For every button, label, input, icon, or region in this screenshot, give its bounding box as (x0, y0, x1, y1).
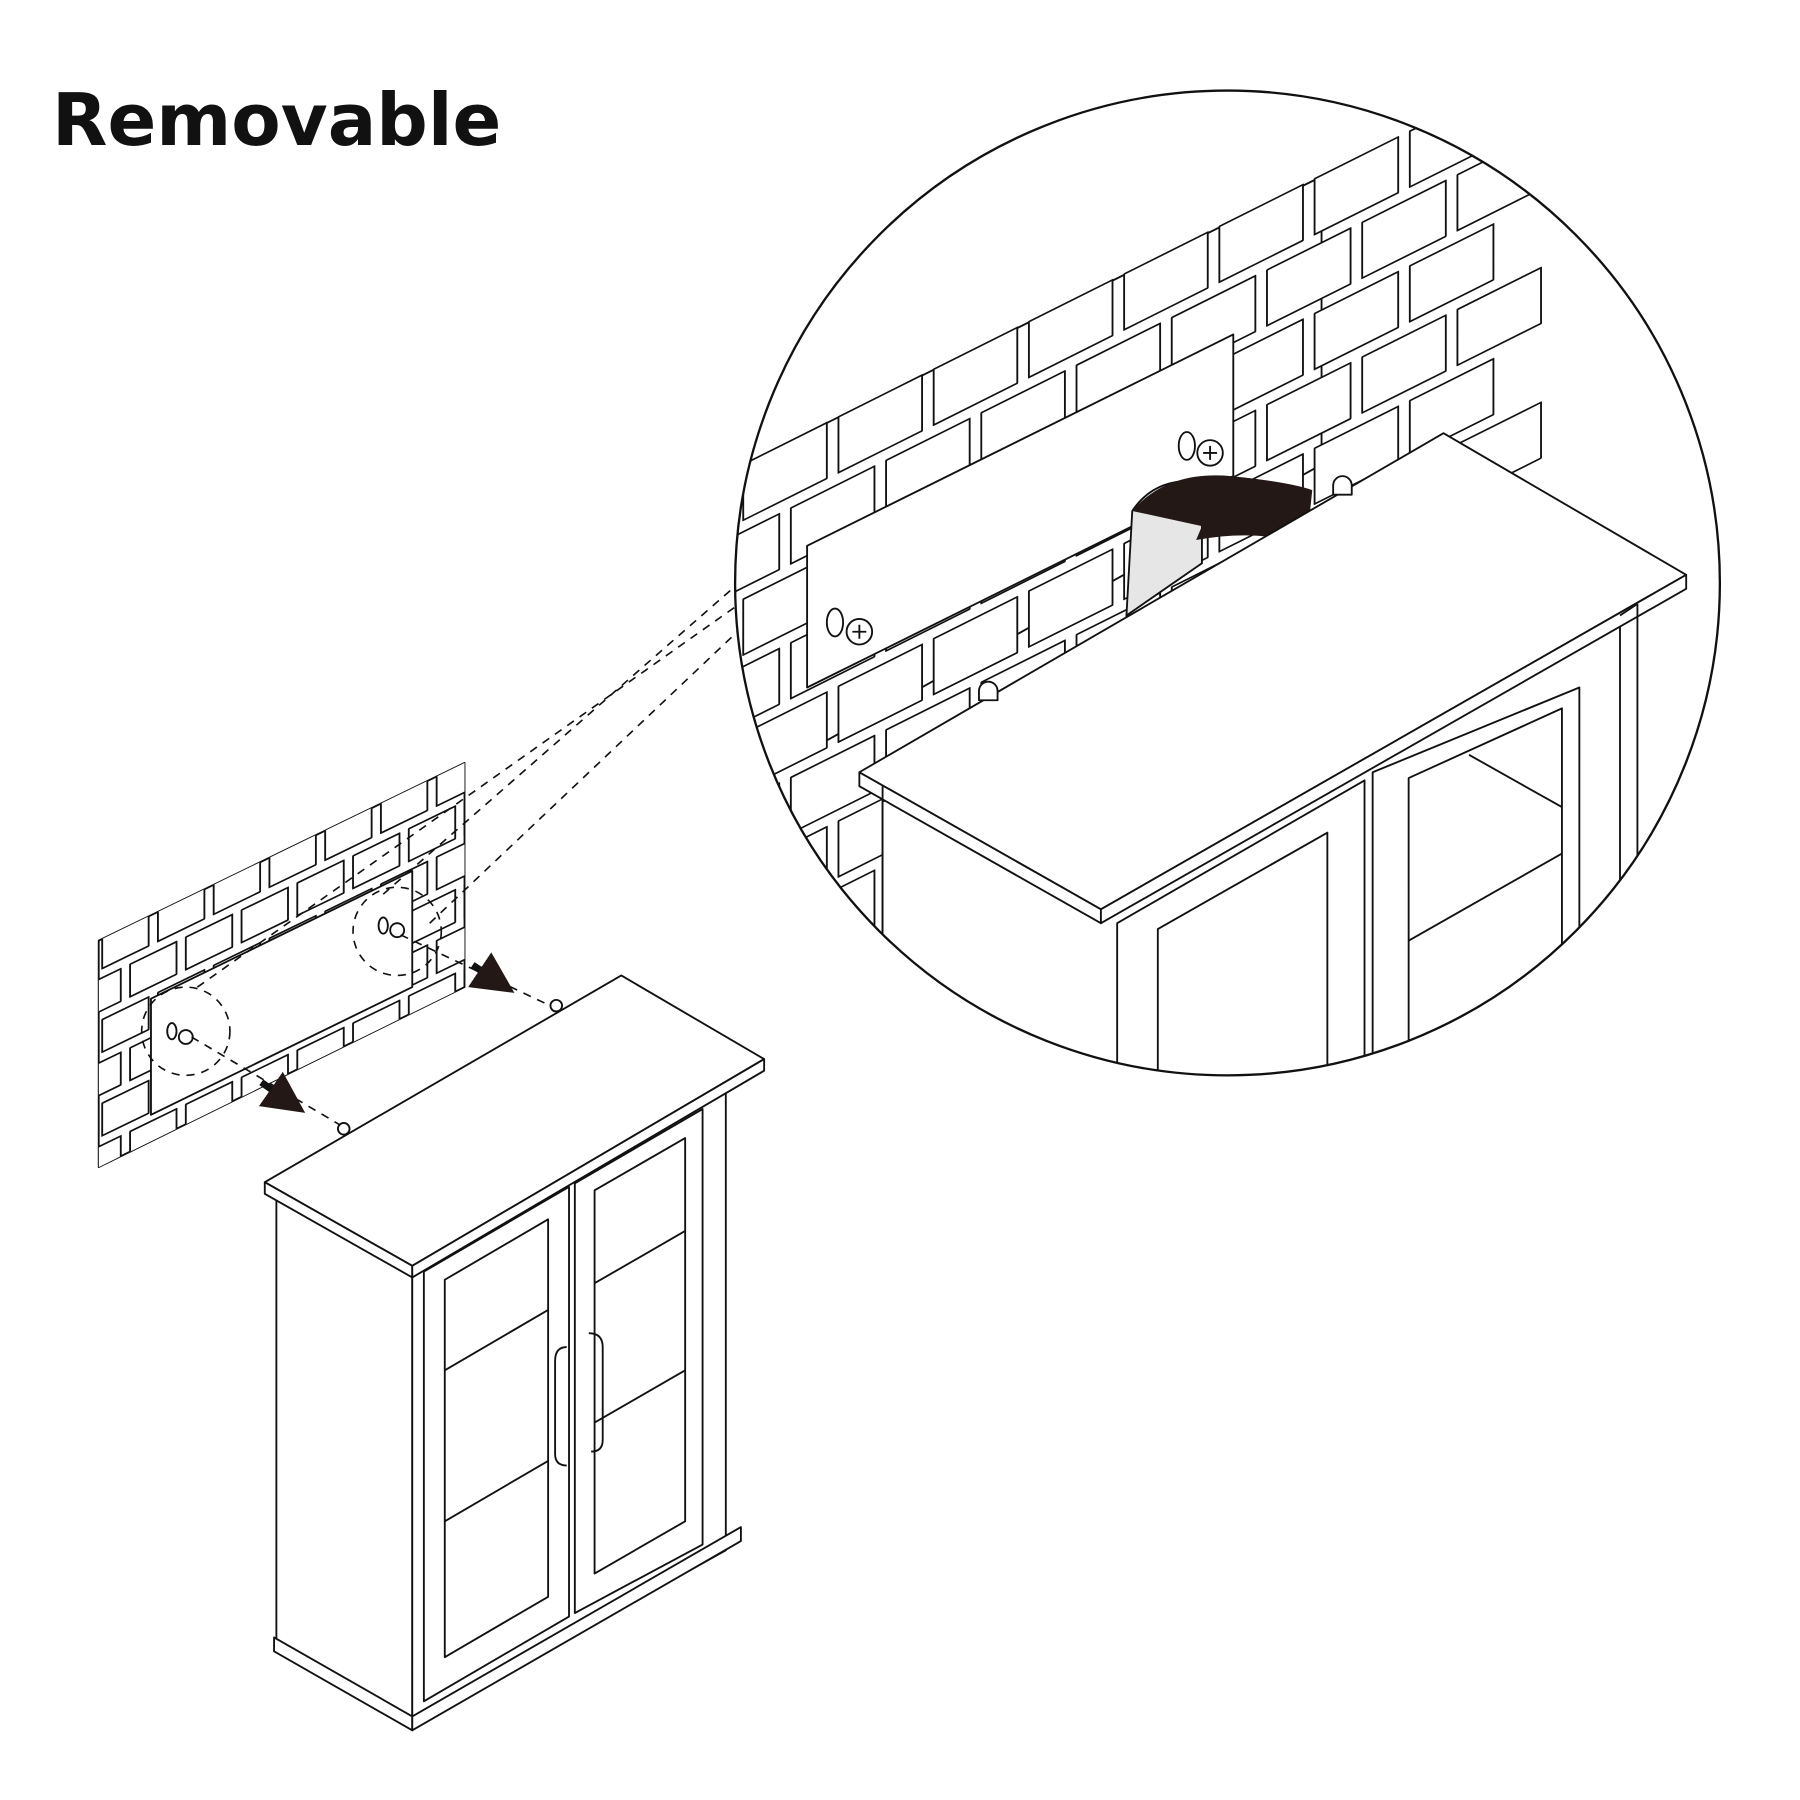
brick (1266, 227, 1352, 327)
brick (101, 1163, 150, 1168)
brick (101, 996, 150, 1054)
brick (1218, 183, 1304, 284)
brick (789, 1004, 876, 1076)
brick (735, 916, 781, 1017)
brick (837, 1047, 923, 1076)
screw-icon (825, 607, 874, 646)
brick (520, 752, 566, 807)
brick (980, 1043, 1066, 1076)
small-wall-panel (46, 725, 622, 1275)
brick (886, 1092, 970, 1190)
brick (98, 1134, 122, 1168)
brick (742, 825, 828, 926)
arrow-icon (258, 1071, 306, 1113)
brick (324, 1054, 373, 1113)
brick (932, 595, 1019, 696)
brick (1123, 231, 1209, 331)
brick (932, 326, 1019, 427)
brick (648, 470, 732, 568)
brick (648, 605, 732, 703)
brick (1027, 278, 1114, 379)
brick (463, 861, 465, 919)
brick (492, 891, 538, 946)
brick (435, 917, 465, 975)
brick (492, 975, 538, 1030)
brick (576, 892, 622, 947)
brick (520, 836, 566, 891)
brick (648, 874, 732, 972)
brick (837, 374, 923, 474)
brick (1408, 357, 1495, 458)
cabinet-illustration (263, 974, 766, 1732)
brick (463, 778, 465, 836)
magnifier-circle (648, 89, 1722, 1238)
door-handle (554, 1346, 567, 1467)
brick (1456, 266, 1542, 367)
brick (492, 807, 538, 862)
brick (1408, 223, 1495, 323)
brick (46, 941, 92, 996)
brick (240, 886, 289, 944)
brick (576, 725, 622, 780)
brick (435, 1000, 465, 1058)
hanging-bracket (549, 998, 563, 1013)
hanging-bracket (1332, 475, 1353, 496)
brick (548, 864, 594, 919)
brick (184, 1164, 234, 1168)
brick (1361, 314, 1447, 414)
brick (46, 1108, 92, 1163)
brick (296, 859, 345, 917)
diagram-title: Removable (52, 78, 502, 162)
brick (743, 1096, 827, 1194)
brick (1027, 548, 1114, 648)
screw-icon (377, 916, 406, 939)
brick (212, 1109, 262, 1167)
brick (46, 1191, 92, 1246)
brick (101, 1079, 150, 1137)
mounting-strip (806, 333, 1235, 689)
peel-arrow-icon (1132, 475, 1313, 546)
brick (130, 1193, 176, 1248)
brick (98, 1051, 122, 1109)
brick (520, 919, 566, 974)
brick (789, 869, 876, 969)
brick (98, 967, 122, 1025)
mounting-strip (150, 870, 414, 1116)
brick (184, 913, 234, 971)
hanging-bracket (978, 680, 999, 702)
brick (74, 1220, 120, 1275)
brick (1266, 361, 1352, 462)
brick (1361, 179, 1447, 280)
brick (157, 1136, 206, 1168)
detail-circle (140, 986, 231, 1077)
brick (791, 1140, 875, 1238)
brick (407, 805, 457, 863)
brick (548, 780, 594, 835)
brick (735, 782, 781, 882)
detail-circle (352, 886, 443, 977)
brick (1313, 270, 1400, 371)
brick (129, 940, 178, 998)
brick (742, 960, 828, 1061)
arrow-icon (468, 952, 515, 993)
brick (837, 643, 923, 744)
brick (46, 1024, 92, 1079)
door-handle (588, 1332, 604, 1453)
hanging-bracket (337, 1122, 351, 1136)
brick (648, 740, 732, 838)
brick (1313, 135, 1400, 236)
brick (435, 762, 465, 808)
brick (576, 809, 622, 864)
brick (379, 1027, 429, 1085)
brick (435, 833, 465, 891)
screw-icon (1177, 431, 1224, 467)
screw-icon (166, 1022, 194, 1045)
guide-lines (191, 568, 765, 1128)
